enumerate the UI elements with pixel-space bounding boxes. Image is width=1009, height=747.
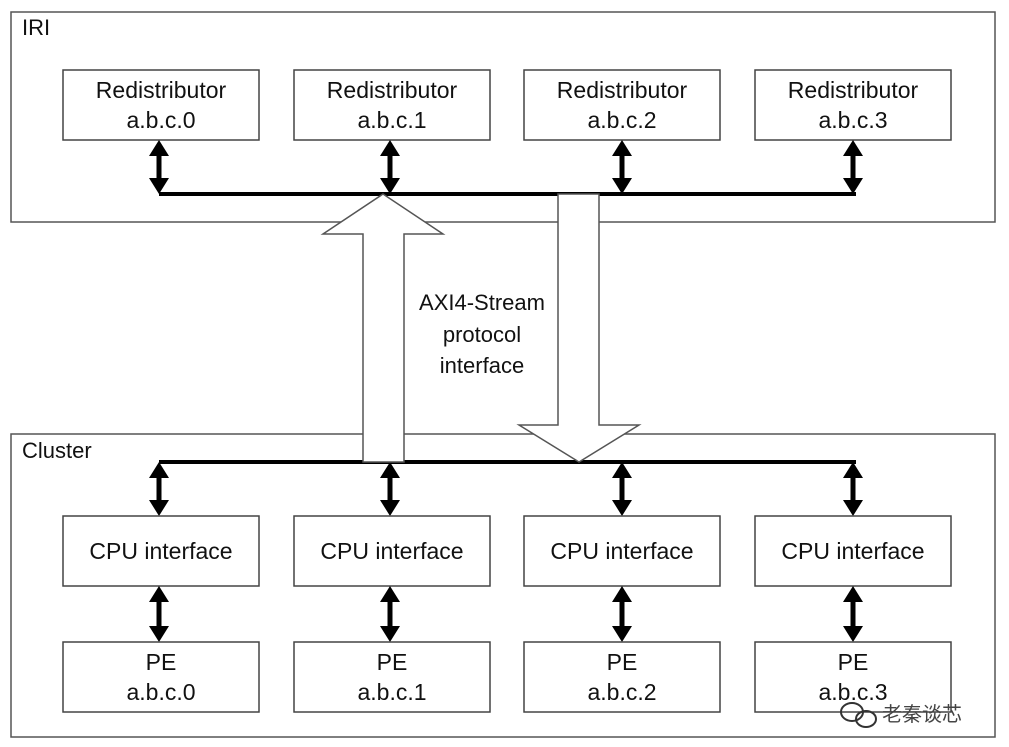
redistributor-title: Redistributor xyxy=(788,77,919,103)
redistributor-box xyxy=(62,69,260,141)
arrow-down-head xyxy=(149,178,169,194)
pe-3: PE a.b.c.3 xyxy=(754,641,952,713)
arrow-up-head xyxy=(380,140,400,156)
cpu-interface-title: CPU interface xyxy=(550,538,693,564)
cpu-interface-0: CPU interface xyxy=(62,515,260,587)
redistributor-2: Redistributor a.b.c.2 xyxy=(523,69,721,141)
arrow-up-head xyxy=(612,140,632,156)
cluster-bus-link-2 xyxy=(612,462,632,516)
arrow-up-head xyxy=(843,140,863,156)
interface-label-line-2: protocol xyxy=(443,322,521,347)
redistributor-id: a.b.c.3 xyxy=(818,107,887,133)
pe-id: a.b.c.2 xyxy=(587,679,656,705)
arrow-down-head xyxy=(612,500,632,516)
arrow-up-head xyxy=(149,140,169,156)
redistributor-box xyxy=(523,69,721,141)
interface-label: AXI4-Stream protocol interface xyxy=(419,290,545,378)
arrow-down-head xyxy=(843,626,863,642)
pe-link-1 xyxy=(380,586,400,642)
arrow-up-head xyxy=(612,462,632,478)
arrow-up-head xyxy=(149,586,169,602)
upward-stream-arrow xyxy=(320,193,446,463)
cluster-bus-link-3 xyxy=(843,462,863,516)
pe-title: PE xyxy=(607,649,638,675)
pe-link-0 xyxy=(149,586,169,642)
cpu-interface-2: CPU interface xyxy=(523,515,721,587)
cpu-interface-box xyxy=(62,515,260,587)
arrow-down-head xyxy=(843,178,863,194)
arrow-up-head xyxy=(380,462,400,478)
iri-link-2 xyxy=(612,140,632,194)
cpu-interface-3: CPU interface xyxy=(754,515,952,587)
pe-title: PE xyxy=(838,649,869,675)
iri-link-3 xyxy=(843,140,863,194)
cpu-interface-1: CPU interface xyxy=(293,515,491,587)
redistributor-id: a.b.c.0 xyxy=(126,107,195,133)
arrow-down-head xyxy=(149,626,169,642)
cpu-interface-box xyxy=(754,515,952,587)
cpu-interface-box xyxy=(523,515,721,587)
arrow-down-head xyxy=(843,500,863,516)
cpu-interface-box xyxy=(293,515,491,587)
arrow-down-head xyxy=(612,178,632,194)
pe-box xyxy=(523,641,721,713)
arrow-up-head xyxy=(149,462,169,478)
redistributor-title: Redistributor xyxy=(327,77,458,103)
pe-box xyxy=(293,641,491,713)
cpu-interface-title: CPU interface xyxy=(781,538,924,564)
arrow-up-head xyxy=(380,586,400,602)
redistributor-id: a.b.c.1 xyxy=(357,107,426,133)
pe-id: a.b.c.1 xyxy=(357,679,426,705)
redistributor-1: Redistributor a.b.c.1 xyxy=(293,69,491,141)
cpu-interface-title: CPU interface xyxy=(89,538,232,564)
arrow-up-head xyxy=(612,586,632,602)
arrow-down-head xyxy=(612,626,632,642)
redistributor-id: a.b.c.2 xyxy=(587,107,656,133)
iri-link-1 xyxy=(380,140,400,194)
iri-link-0 xyxy=(149,140,169,194)
arrow-down-head xyxy=(380,500,400,516)
pe-box xyxy=(62,641,260,713)
iri-group-label: IRI xyxy=(22,15,50,40)
watermark: 老秦谈芯 xyxy=(840,702,962,728)
wechat-icon xyxy=(840,702,877,728)
pe-id: a.b.c.0 xyxy=(126,679,195,705)
redistributor-box xyxy=(293,69,491,141)
interface-label-line-1: AXI4-Stream xyxy=(419,290,545,315)
pe-1: PE a.b.c.1 xyxy=(293,641,491,713)
cluster-bus-link-1 xyxy=(380,462,400,516)
arrow-down-head xyxy=(149,500,169,516)
pe-title: PE xyxy=(146,649,177,675)
watermark-text: 老秦谈芯 xyxy=(882,702,962,726)
arrow-down-head xyxy=(380,626,400,642)
arrow-up-head xyxy=(843,462,863,478)
pe-0: PE a.b.c.0 xyxy=(62,641,260,713)
pe-id: a.b.c.3 xyxy=(818,679,887,705)
redistributor-title: Redistributor xyxy=(557,77,688,103)
downward-stream-arrow xyxy=(516,193,642,463)
arrow-up-head xyxy=(843,586,863,602)
pe-link-3 xyxy=(843,586,863,642)
pe-title: PE xyxy=(377,649,408,675)
pe-2: PE a.b.c.2 xyxy=(523,641,721,713)
cluster-bus-link-0 xyxy=(149,462,169,516)
redistributor-title: Redistributor xyxy=(96,77,227,103)
pe-link-2 xyxy=(612,586,632,642)
redistributor-3: Redistributor a.b.c.3 xyxy=(754,69,952,141)
cpu-interface-title: CPU interface xyxy=(320,538,463,564)
interface-label-line-3: interface xyxy=(440,353,524,378)
cluster-group-label: Cluster xyxy=(22,438,92,463)
pe-box xyxy=(754,641,952,713)
redistributor-0: Redistributor a.b.c.0 xyxy=(62,69,260,141)
arrow-down-head xyxy=(380,178,400,194)
